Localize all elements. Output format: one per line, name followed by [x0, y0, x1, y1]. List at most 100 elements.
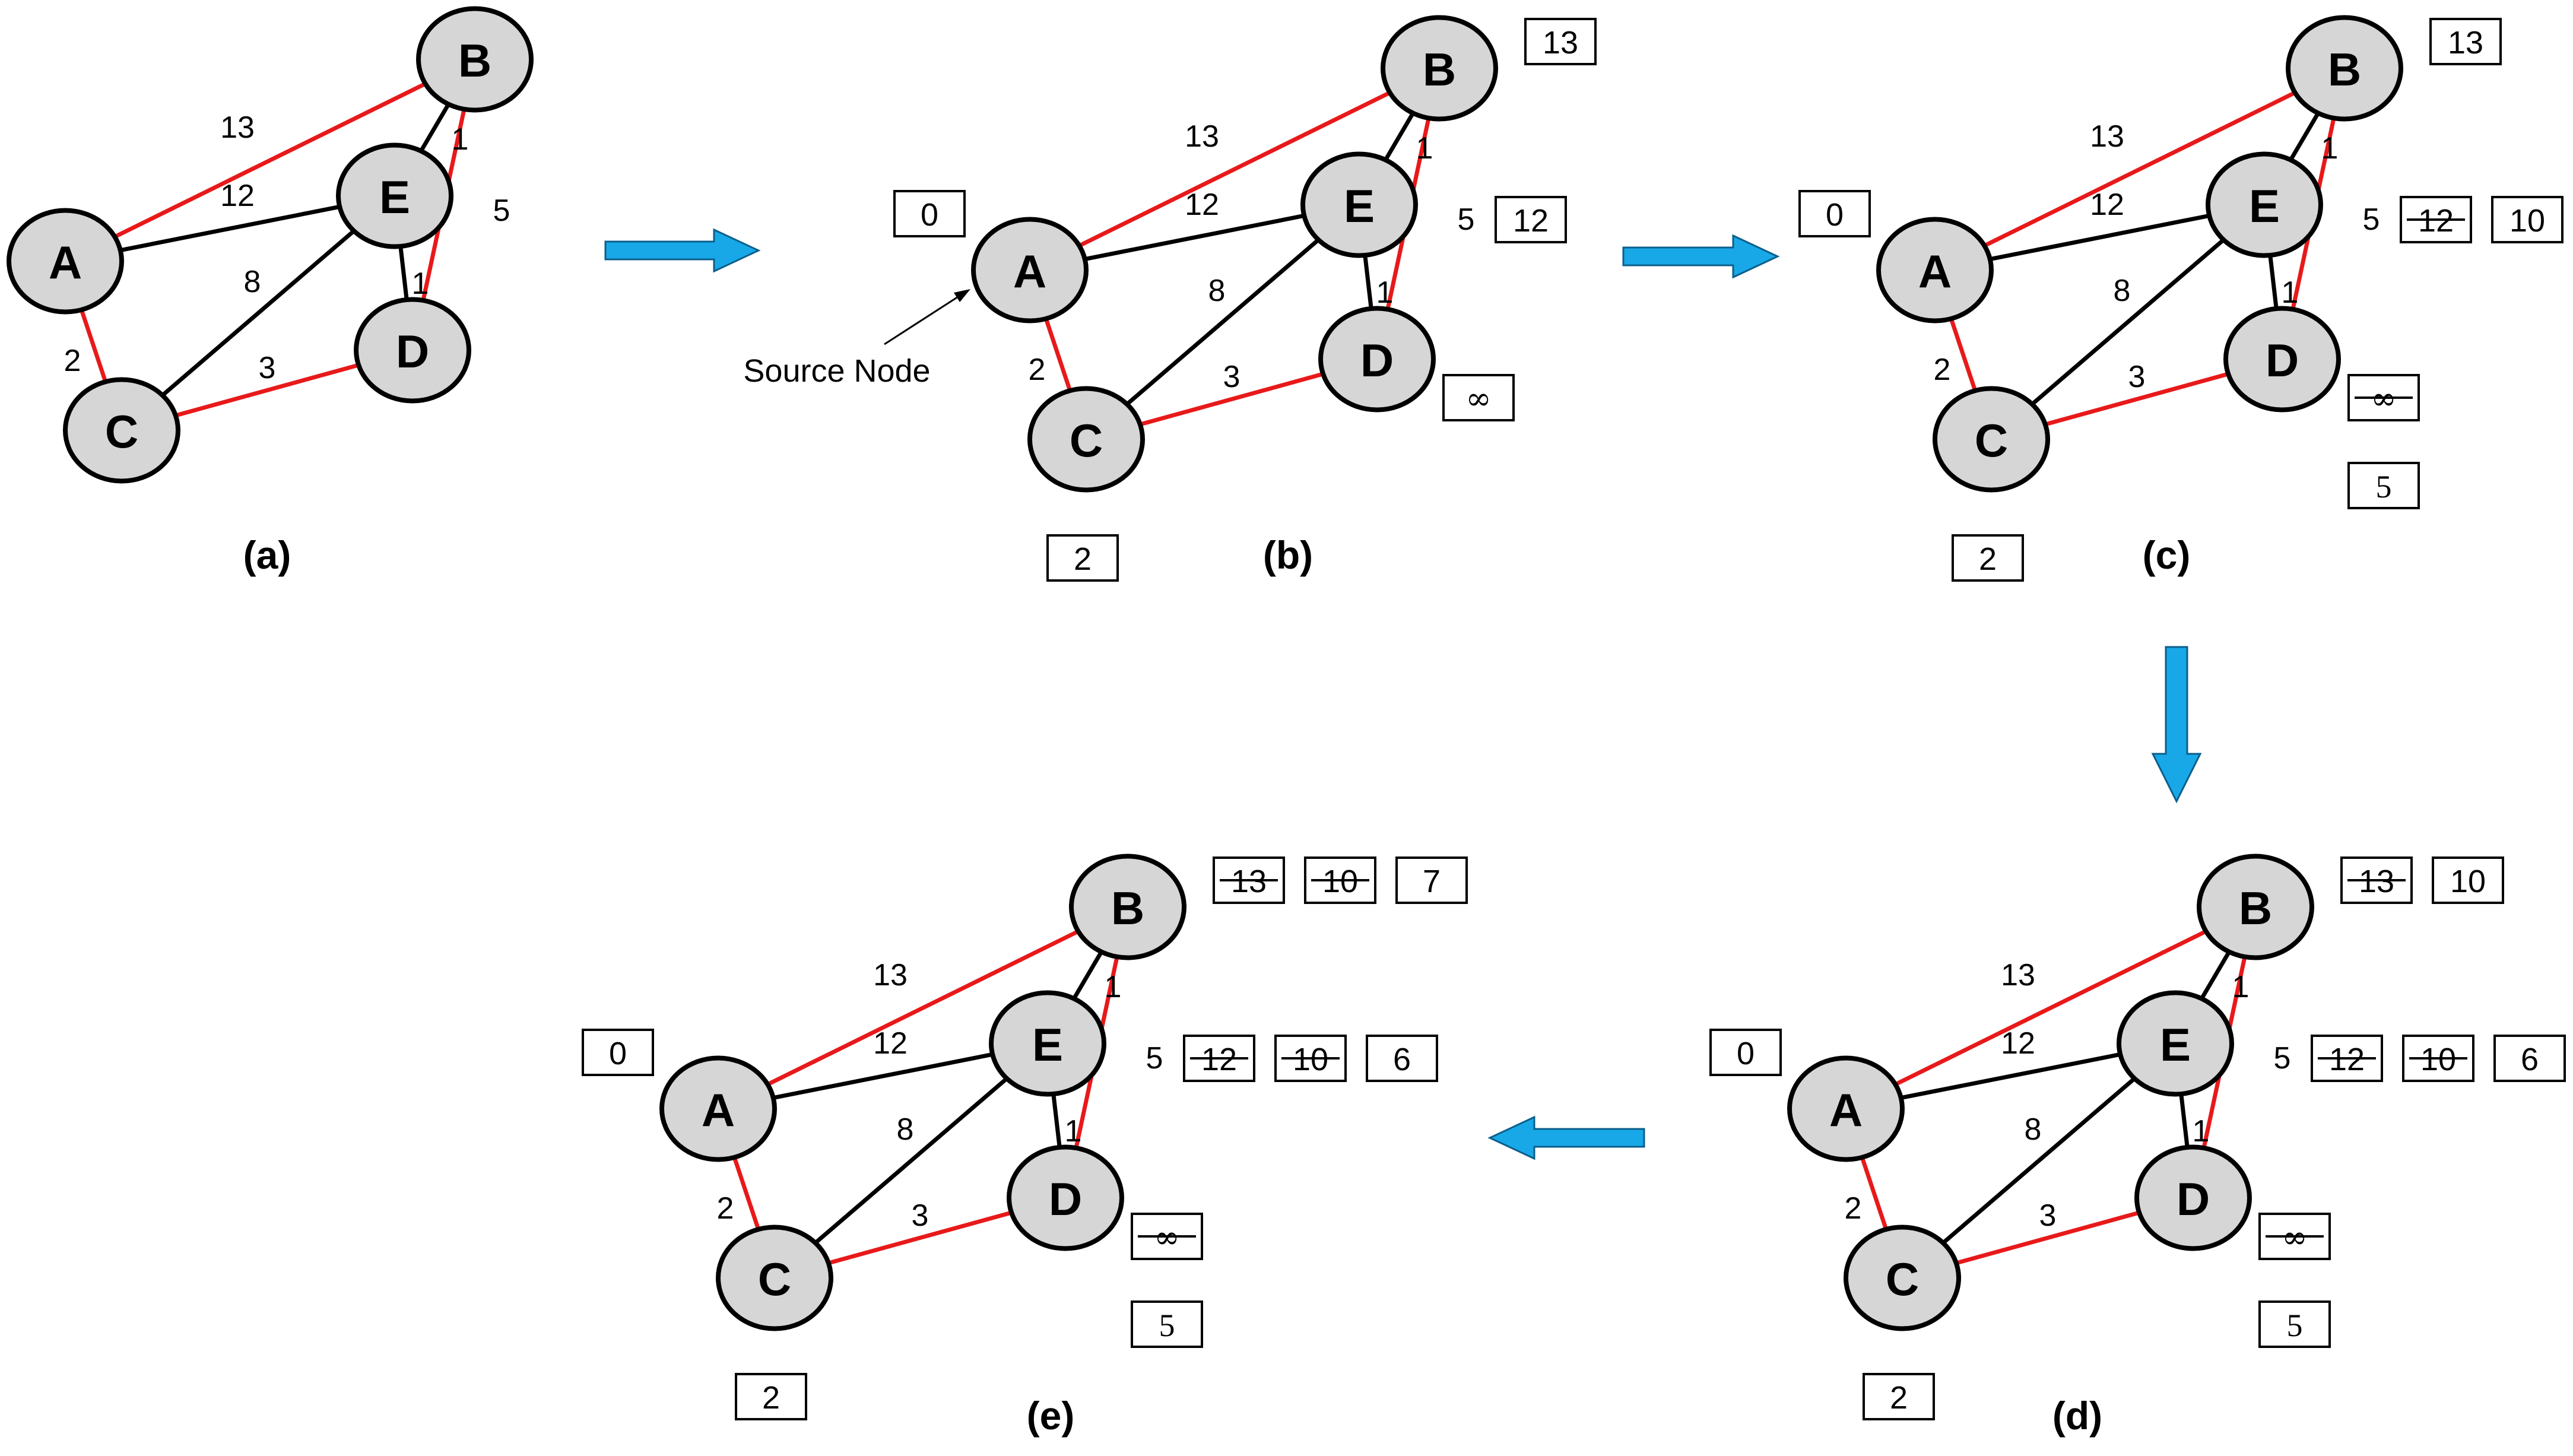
panel-label: (d): [2052, 1394, 2102, 1438]
distance-value: 6: [2521, 1042, 2539, 1077]
distance-box-e: 12: [2311, 1035, 2383, 1082]
node-e: E: [2206, 151, 2323, 258]
edge-c-e: [120, 194, 396, 432]
distance-box-frame: [1366, 1035, 1438, 1082]
edge-weight-e-b: 1: [2232, 970, 2250, 1004]
edge-weight-e-d: 1: [2282, 275, 2299, 310]
edge-weight-c-d: 3: [912, 1198, 929, 1233]
edge-weight-a-b: 13: [220, 110, 255, 145]
edge-weight-a-c: 2: [1029, 353, 1046, 387]
node-label: C: [1975, 414, 2008, 467]
node-circle: [971, 217, 1089, 323]
edge-weight-c-e: 8: [1208, 274, 1226, 308]
node-circle: [1933, 386, 2050, 493]
distance-box-frame: [1798, 190, 1871, 237]
node-a: A: [971, 217, 1089, 323]
node-circle: [1318, 306, 1436, 413]
node-label: E: [2249, 180, 2280, 232]
node-label: E: [2160, 1019, 2191, 1071]
distance-box-frame: [1046, 534, 1119, 582]
edge-weight-c-d: 3: [259, 351, 276, 385]
distance-box-frame: [582, 1029, 654, 1076]
distance-box-frame: [2258, 1300, 2331, 1348]
edge-weight-b-d: 5: [1458, 202, 1475, 237]
distance-value: 0: [1826, 197, 1844, 233]
node-label: B: [1111, 882, 1144, 934]
distance-value: 5: [2376, 469, 2392, 505]
edge-weight-a-e: 12: [873, 1026, 908, 1061]
panel-label: (e): [1027, 1394, 1075, 1438]
distance-box-frame: [1709, 1029, 1782, 1076]
edge-weight-c-e: 8: [897, 1112, 914, 1147]
node-circle: [2286, 15, 2403, 122]
edge-weight-c-e: 8: [244, 265, 261, 299]
edge-a-b: [1029, 66, 1441, 272]
edge-weight-a-b: 13: [1185, 119, 1219, 154]
distance-value: 2: [1890, 1380, 1908, 1416]
distance-box-a: 0: [1798, 190, 1871, 237]
distance-value: 5: [1159, 1308, 1175, 1343]
node-circle: [1787, 1055, 1905, 1162]
node-label: B: [458, 34, 491, 87]
node-b: B: [2286, 15, 2403, 122]
arrow-d-to-e-icon: [1487, 1115, 1645, 1160]
distance-box-frame: [1395, 857, 1468, 904]
edge-weight-a-e: 12: [2090, 188, 2124, 222]
source-pointer-head: [954, 289, 970, 302]
edge-weight-c-e: 8: [2025, 1112, 2042, 1147]
edge-weight-a-e: 12: [220, 179, 255, 213]
edge-weight-c-d: 3: [2128, 360, 2146, 394]
edge-weight-c-d: 3: [1223, 360, 1241, 394]
distance-value: 0: [921, 197, 938, 233]
edge-weight-a-c: 2: [64, 344, 81, 378]
edge-weight-a-b: 13: [2001, 958, 2035, 992]
distance-box-d: 5: [2347, 462, 2420, 509]
node-circle: [7, 208, 124, 315]
node-d: D: [354, 297, 471, 404]
distance-box-a: 0: [582, 1029, 654, 1076]
distance-box-c: 2: [735, 1373, 807, 1420]
distance-value: 13: [1543, 25, 1578, 61]
distance-box-frame: [2493, 1035, 2566, 1082]
distance-box-e: 6: [2493, 1035, 2566, 1082]
node-d: D: [2223, 306, 2341, 413]
node-circle: [2197, 854, 2314, 960]
node-circle: [336, 142, 453, 249]
edge-a-b: [64, 57, 476, 264]
node-circle: [354, 297, 471, 404]
node-a: A: [7, 208, 124, 315]
distance-box-e: 12: [2400, 196, 2472, 243]
distance-value: 0: [1737, 1036, 1755, 1071]
distance-box-b: 10: [2432, 857, 2504, 904]
node-e: E: [989, 990, 1106, 1097]
edge-c-e: [773, 1042, 1049, 1280]
edge-weight-a-b: 13: [2090, 119, 2124, 154]
distance-box-e: 10: [1274, 1035, 1347, 1082]
node-circle: [416, 6, 534, 113]
node-circle: [1381, 15, 1498, 122]
node-label: D: [2177, 1173, 2210, 1225]
distance-value: 13: [2448, 25, 2483, 61]
node-c: C: [1933, 386, 2050, 493]
distance-box-a: 0: [1709, 1029, 1782, 1076]
node-d: D: [2134, 1144, 2252, 1251]
edge-weight-e-b: 1: [1105, 970, 1122, 1004]
distance-value: 7: [1423, 864, 1441, 899]
edge-weight-e-b: 1: [2321, 131, 2339, 166]
node-circle: [2134, 1144, 2252, 1251]
distance-box-e: 6: [1366, 1035, 1438, 1082]
distance-value: 2: [1979, 541, 1997, 577]
distance-box-d: 5: [1131, 1300, 1203, 1348]
node-d: D: [1318, 306, 1436, 413]
edge-c-e: [1901, 1042, 2177, 1280]
edge-weight-b-d: 5: [2274, 1041, 2291, 1076]
distance-box-e: 12: [1183, 1035, 1255, 1082]
node-label: A: [702, 1084, 735, 1136]
node-circle: [1300, 151, 1418, 258]
distance-box-e: 12: [1495, 196, 1567, 243]
edge-a-b: [1934, 66, 2346, 272]
